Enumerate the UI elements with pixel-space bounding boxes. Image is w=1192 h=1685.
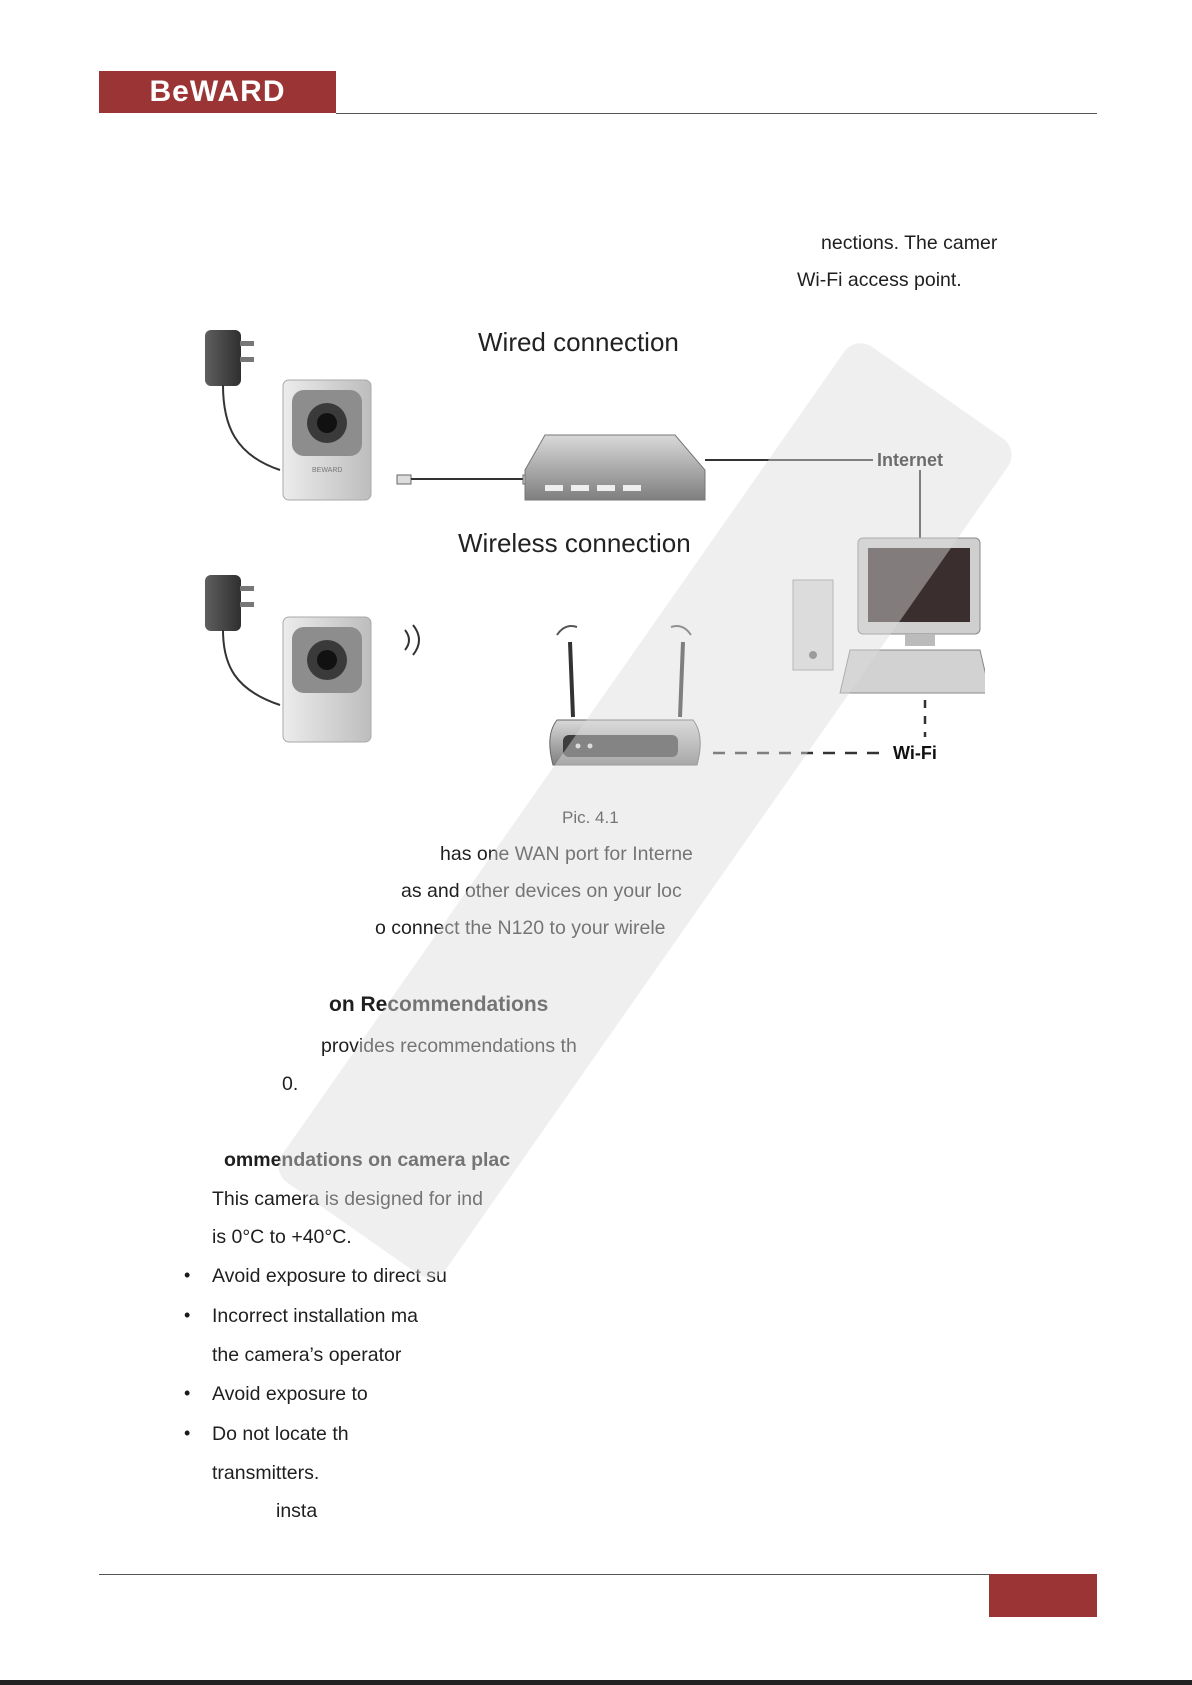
bullet-4-line-1: Do not locate th <box>212 1423 349 1445</box>
beward-logo: BeWARD <box>99 71 336 113</box>
bullet-1-line-1: Avoid exposure to direct su <box>212 1265 447 1287</box>
bullet-marker: • <box>184 1305 191 1325</box>
top-text-line-2: Wi-Fi access point. <box>797 269 962 291</box>
subsection-intro-2: is 0°C to +40°C. <box>212 1226 352 1248</box>
subsection-intro-1: This camera is designed for ind <box>212 1188 483 1210</box>
computer-icon <box>792 537 985 694</box>
bullet-4-line-2: transmitters. <box>212 1462 320 1484</box>
bullet-marker: • <box>184 1383 191 1403</box>
bullet-marker: • <box>184 1423 191 1443</box>
wifi-label: Wi-Fi <box>893 743 937 763</box>
internet-label: Internet <box>877 450 943 470</box>
header-rule <box>336 113 1097 114</box>
network-diagram: Wired connection Wireless connection Int… <box>205 327 985 766</box>
para1-line-3: o connect the N120 to your wirele <box>375 917 666 939</box>
footer-rule <box>99 1574 989 1575</box>
para1-line-2: as and other devices on your loc <box>401 880 682 902</box>
subsection-heading: ommendations on camera plac <box>224 1149 511 1171</box>
wired-connection-label: Wired connection <box>478 327 679 357</box>
ethernet-cable-icon <box>396 474 538 485</box>
logo-text: BeWARD <box>149 75 286 108</box>
section-line-1: provides recommendations th <box>321 1035 577 1057</box>
power-adapter-icon <box>205 330 281 471</box>
power-adapter-icon-2 <box>205 575 281 706</box>
para1-line-1: has one WAN port for Interne <box>440 843 693 865</box>
wifi-router-icon <box>549 625 701 766</box>
tail-text: insta <box>276 1500 318 1522</box>
wireless-connection-label: Wireless connection <box>458 528 691 558</box>
wireless-camera-icon <box>282 616 372 743</box>
figure-caption: Pic. 4.1 <box>562 808 619 827</box>
section-heading: on Recommendations <box>329 993 549 1016</box>
router-icon <box>524 434 706 501</box>
bullet-3-line-1: Avoid exposure to <box>212 1383 368 1405</box>
camera-brand-text: BEWARD <box>312 467 342 474</box>
page-number-block <box>989 1574 1097 1617</box>
bullet-2-line-2: the camera’s operator <box>212 1344 402 1366</box>
bottom-edge-bar <box>0 1680 1192 1685</box>
section-line-2: 0. <box>282 1073 299 1095</box>
wireless-signal-icon <box>404 624 420 656</box>
bullet-marker: • <box>184 1265 191 1285</box>
bullet-2-line-1: Incorrect installation ma <box>212 1305 418 1327</box>
camera-icon: BEWARD <box>282 379 372 501</box>
top-text-line-1: nections. The camer <box>821 232 998 254</box>
